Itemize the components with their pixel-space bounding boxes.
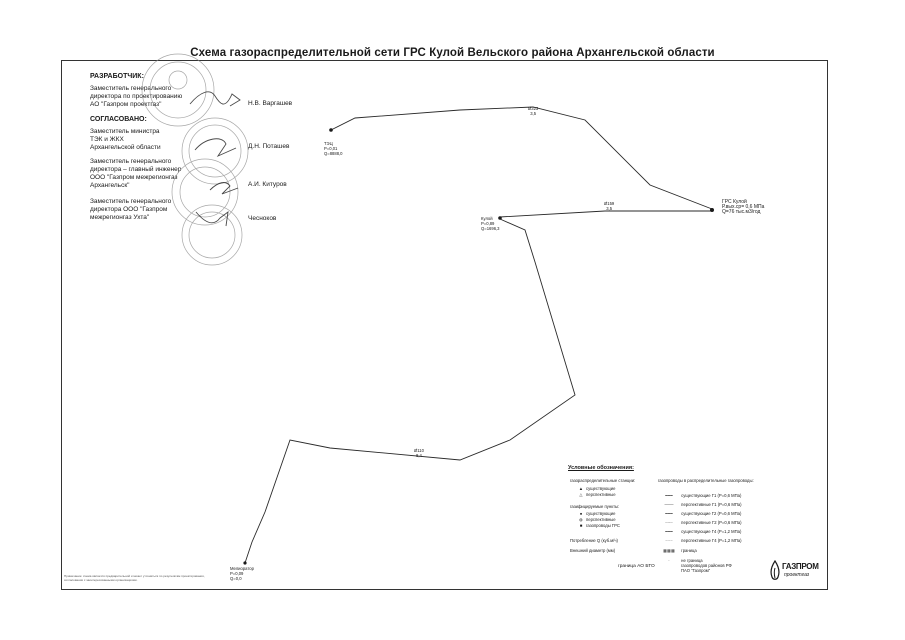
legend-pipe-4: ╌╌╌ перспективные Г2 (Р=0,6 МПа) bbox=[658, 520, 741, 525]
minister-line-3: Архангельской области bbox=[90, 144, 161, 151]
regional-line-2: директора – главный инженер bbox=[90, 166, 182, 173]
node-top-label: ТЭЦ Р=0,01 Q=8888,0 bbox=[324, 141, 343, 156]
regional-line-4: Архангельск" bbox=[90, 182, 130, 189]
legend-point-existing: ●существующие bbox=[576, 511, 616, 516]
ukhta-line-2: директора ООО "Газпром bbox=[90, 206, 168, 213]
pipeline-top bbox=[330, 106, 713, 210]
line-solid-icon: ━━━ bbox=[665, 511, 673, 516]
agreed-block: СОГЛАСОВАНО: Заместитель министра ТЭК и … bbox=[90, 116, 161, 152]
node-top bbox=[329, 128, 333, 132]
developer-name: Н.В. Варгашев bbox=[248, 100, 293, 107]
flame-icon bbox=[770, 560, 780, 580]
dot-outline-icon: ◍ bbox=[579, 517, 583, 522]
legend-pressure: Внешний диаметр (мм) bbox=[570, 548, 616, 553]
line-dashed-icon: ╌╌╌ bbox=[665, 520, 673, 525]
legend-point-planned: ◍перспективные bbox=[576, 517, 615, 522]
pipeline-middle bbox=[499, 210, 712, 218]
legend-pipe-3: ━━━ существующие Г2 (Р=0,6 МПа) bbox=[658, 511, 741, 516]
logo-wordmark: ГАЗПРОМ bbox=[782, 562, 819, 571]
legend-pipe-1: ━━━ существующие Г1 (Р=0,6 МПа) bbox=[658, 493, 741, 498]
legend-border-note-3: ПАО "Газпром" bbox=[681, 568, 711, 573]
legend-gas-points-heading: газифицируемые пункты: bbox=[570, 504, 620, 509]
ukhta-line-3: межрегионгаз Ухта" bbox=[90, 214, 150, 221]
legend-border-note-2: газопроводов районов РФ bbox=[681, 563, 732, 568]
south-node-label: Мелиоратор Р=0,09 Q=0,0 bbox=[230, 566, 254, 581]
ukhta-line-1: Заместитель генерального bbox=[90, 198, 172, 205]
legend-pipe-5: ━━━ существующие Г4 (Р=1,2 МПа) bbox=[658, 529, 741, 534]
developer-line-1: Заместитель генерального bbox=[90, 85, 172, 92]
legend-heading: Условные обозначения: bbox=[568, 465, 634, 471]
node-kuloy bbox=[498, 216, 502, 220]
legend-point-grs: ■газопроводы ГРС bbox=[576, 523, 620, 528]
legend-boundary: ▦▦▦ граница bbox=[658, 548, 697, 553]
minister-line-2: ТЭК и ЖКХ bbox=[90, 136, 124, 143]
triangle-filled-icon: ▲ bbox=[578, 486, 584, 491]
developer-line-2: директора по проектированию bbox=[90, 93, 183, 100]
pipe-top-label: Ø323 3,5 bbox=[528, 106, 539, 116]
line-solid-icon: ━━━ bbox=[665, 529, 673, 534]
legend-gds-heading: газораспределительные станции: bbox=[570, 478, 636, 483]
legend-pipe-2: ─── перспективные Г1 (Р=0,6 МПа) bbox=[658, 502, 742, 507]
minister-name: Д.Н. Поташев bbox=[248, 143, 290, 150]
line-solid-icon: ━━━ bbox=[665, 493, 673, 498]
pipeline-south bbox=[244, 218, 576, 564]
developer-heading: РАЗРАБОТЧИК: bbox=[90, 73, 144, 80]
grs-label: ГРС Кулой Р.вых.ср= 0,6 МПа Q=76 тыс.м3/… bbox=[722, 199, 765, 215]
triangle-outline-icon: △ bbox=[579, 492, 583, 497]
legend-gds-existing: ▲существующие bbox=[576, 486, 616, 491]
legend-consumption: Потребление Q (куб.м/ч) bbox=[570, 538, 618, 543]
logo-subtitle: проектгаз bbox=[784, 572, 810, 578]
agreed-heading: СОГЛАСОВАНО: bbox=[90, 116, 147, 123]
pipe-mid-label: Ø159 3,5 bbox=[604, 201, 615, 211]
pipe-low-label: Ø110 8,4 bbox=[414, 448, 424, 458]
regional-line-1: Заместитель генерального bbox=[90, 158, 172, 165]
square-icon: ■ bbox=[579, 523, 583, 528]
document-title: Схема газораспределительной сети ГРС Кул… bbox=[190, 47, 715, 59]
line-thin-icon: ─── bbox=[664, 502, 674, 507]
legend-border-note: · не граница bbox=[658, 558, 702, 563]
legend-scale: граница АО БТО bbox=[618, 564, 655, 569]
minister-line-1: Заместитель министра bbox=[90, 128, 160, 135]
legend-pipes-heading: газопроводы в распределительные газопров… bbox=[658, 478, 754, 483]
dot-filled-icon: ● bbox=[579, 511, 583, 516]
node-grs bbox=[710, 208, 714, 212]
legend-pipe-6: ┈┈┈ перспективные Г4 (Р=1,2 МПа) bbox=[658, 538, 741, 543]
developer-block: РАЗРАБОТЧИК: Заместитель генерального ди… bbox=[90, 73, 182, 109]
gazprom-logo: ГАЗПРОМ проектгаз bbox=[768, 560, 819, 584]
boundary-hatch-icon: ▦▦▦ bbox=[663, 548, 675, 553]
drawing-frame bbox=[61, 60, 828, 590]
node-south bbox=[243, 561, 247, 565]
border-dot-icon: · bbox=[668, 558, 670, 563]
regional-line-3: ООО "Газпром межрегионгаз bbox=[90, 174, 178, 181]
kuloy-label: Кулой Р=0,89 Q=1696,3 bbox=[481, 216, 500, 231]
ukhta-name: Чесноков bbox=[248, 215, 277, 222]
fine-print: Примечание: схема является предварительн… bbox=[64, 574, 205, 582]
ukhta-block: Заместитель генерального директора ООО "… bbox=[90, 198, 171, 222]
line-dotted-icon: ┈┈┈ bbox=[665, 538, 673, 543]
regional-block: Заместитель генерального директора – гла… bbox=[90, 158, 181, 190]
legend-gds-planned: △перспективные bbox=[576, 492, 615, 497]
developer-line-3: АО "Газпром проектгаз" bbox=[90, 101, 162, 108]
regional-name: А.И. Китуров bbox=[248, 181, 287, 188]
